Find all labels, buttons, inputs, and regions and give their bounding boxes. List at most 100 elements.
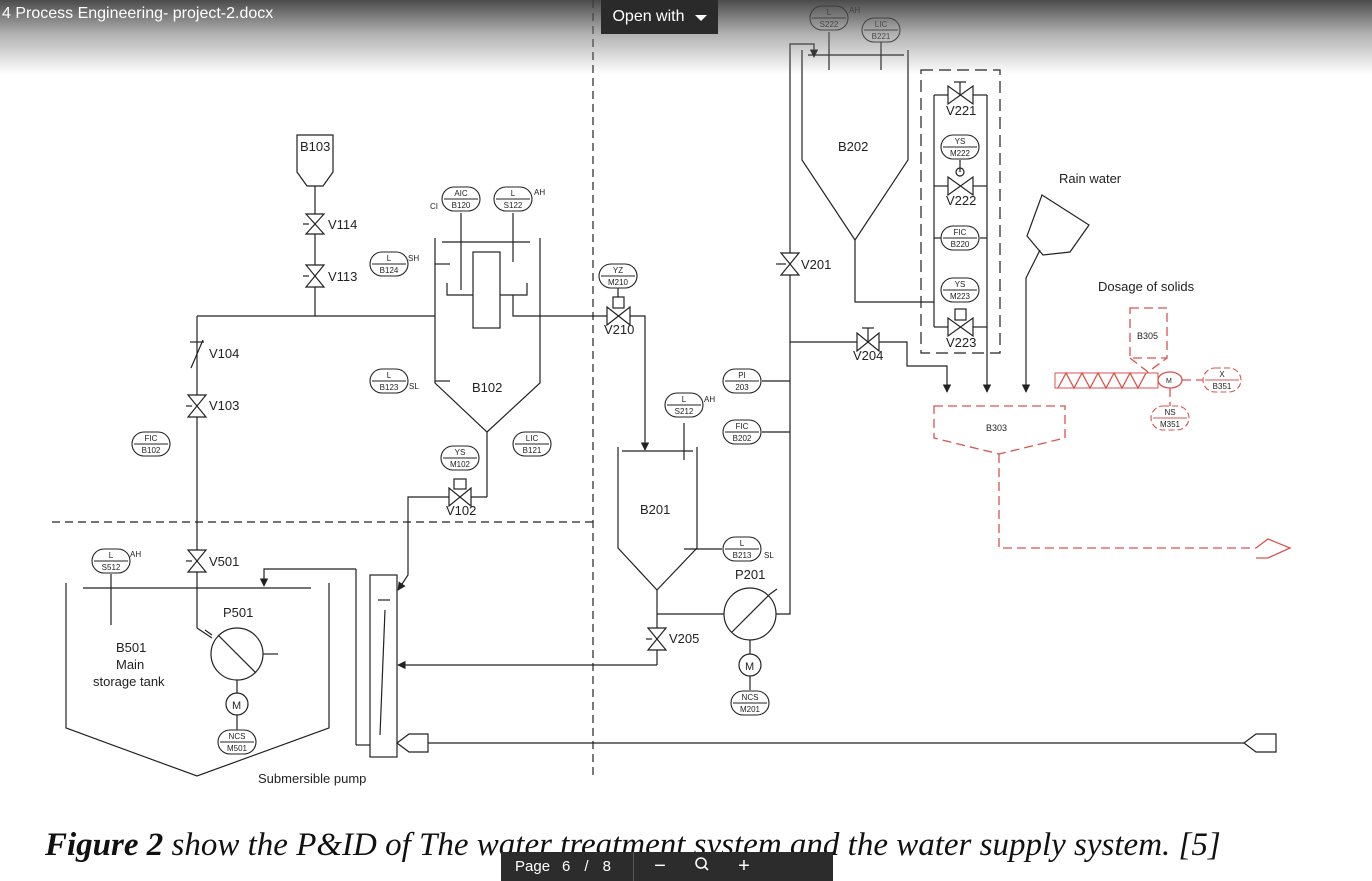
instrument-ncs-m501: NCS M501 xyxy=(217,729,257,755)
instrument-tag-bottom: B220 xyxy=(951,240,970,249)
alarm-ah-s122: AH xyxy=(534,188,545,197)
instrument-fic-b202: FIC B202 xyxy=(722,419,762,445)
instrument-tag-bottom: B351 xyxy=(1213,382,1232,391)
alarm-ah-s212: AH xyxy=(704,395,715,404)
tank-b102-shape xyxy=(434,238,541,433)
rain-water-collector xyxy=(1026,194,1090,256)
tank-b501-label-2: Main xyxy=(116,657,144,672)
valve-v201-icon xyxy=(776,252,801,276)
b102-internal xyxy=(472,251,501,329)
valve-v103-icon xyxy=(186,394,208,418)
instrument-tag-bottom: M501 xyxy=(227,744,248,753)
tank-b102-label: B102 xyxy=(472,380,502,395)
instrument-tag-top: FIC xyxy=(145,434,158,443)
motor-m501-label: M xyxy=(232,700,241,712)
instrument-tag-bottom: M102 xyxy=(450,460,471,469)
dosage-of-solids-label: Dosage of solids xyxy=(1098,279,1195,294)
valve-v221-icon xyxy=(947,81,974,106)
valve-v501-label: V501 xyxy=(209,554,239,569)
page-current[interactable]: 6 xyxy=(562,858,571,875)
instrument-tag-bottom: B213 xyxy=(733,551,752,560)
valve-v205-label: V205 xyxy=(669,631,699,646)
valve-v113-icon xyxy=(303,264,326,288)
page-separator: / xyxy=(584,858,589,875)
open-with-button[interactable]: Open with xyxy=(601,0,718,34)
instrument-tag-bottom: M223 xyxy=(950,292,971,301)
instrument-tag-bottom: S512 xyxy=(102,563,121,572)
valve-v210-icon xyxy=(606,288,631,327)
valve-v102-label: V102 xyxy=(446,503,476,518)
viewer-top-bar: 4 Process Engineering- project-2.docx Op… xyxy=(0,0,1372,74)
zoom-in-button[interactable]: + xyxy=(738,855,750,877)
instrument-tag-top: FIC xyxy=(736,422,749,431)
instrument-tag-bottom: B102 xyxy=(142,446,161,455)
caption-figure-number: Figure 2 xyxy=(45,827,164,863)
return-arrow-right xyxy=(1243,733,1277,753)
page-controls: Page 6 / 8 − + xyxy=(501,852,833,881)
alarm-sl-b213: SL xyxy=(764,551,774,560)
instrument-tag-bottom: 203 xyxy=(735,383,749,392)
instrument-tag-top: YS xyxy=(955,137,966,146)
instrument-tag-top: L xyxy=(511,189,516,198)
zoom-out-button[interactable]: − xyxy=(654,855,666,877)
valve-v501-icon xyxy=(186,549,208,573)
alarm-ci-b120: CI xyxy=(430,202,438,211)
pump-p501-label: P501 xyxy=(223,605,253,620)
hopper-b305-label: B305 xyxy=(1137,331,1158,341)
submersible-pump-label: Submersible pump xyxy=(258,771,366,786)
alarm-ah-s512: AH xyxy=(130,550,141,559)
return-arrow-left xyxy=(396,733,429,753)
instrument-tag-top: L xyxy=(682,395,687,404)
instrument-tag-bottom: B120 xyxy=(452,201,471,210)
valve-v223-label: V223 xyxy=(946,335,976,350)
valve-v210-label: V210 xyxy=(604,322,634,337)
tank-b303-shape xyxy=(933,405,1066,455)
instrument-tag-top: PI xyxy=(738,371,746,380)
instrument-tag-bottom: B123 xyxy=(380,383,399,392)
instrument-aic-b120: AIC B120 xyxy=(441,186,481,212)
valve-v114-label: V114 xyxy=(328,217,357,232)
instrument-tag-bottom: B202 xyxy=(733,434,752,443)
valve-v221-label: V221 xyxy=(946,103,976,118)
alarm-sh-b124: SH xyxy=(408,254,419,263)
instrument-tag-top: YZ xyxy=(613,266,623,275)
instrument-fic-b102: FIC B102 xyxy=(131,431,171,457)
instrument-tag-top: X xyxy=(1219,370,1225,379)
instrument-tag-top: L xyxy=(740,539,745,548)
instrument-tag-top: L xyxy=(387,254,392,263)
open-with-label: Open with xyxy=(612,8,685,25)
instrument-tag-bottom: B124 xyxy=(380,266,399,275)
valve-v104-label: V104 xyxy=(209,346,239,361)
instrument-tag-top: AIC xyxy=(454,189,468,198)
instrument-tag-top: FIC xyxy=(954,228,967,237)
alarm-sl-b123: SL xyxy=(409,382,419,391)
zoom-reset-button[interactable] xyxy=(686,855,718,878)
valve-v222-label: V222 xyxy=(946,193,976,208)
instrument-tag-top: NCS xyxy=(229,732,246,741)
instrument-tag-bottom: M222 xyxy=(950,149,971,158)
valve-v102-icon xyxy=(448,478,472,508)
tank-b501-label: B501 xyxy=(116,640,146,655)
tank-b303-label: B303 xyxy=(986,423,1007,433)
tank-b202-label: B202 xyxy=(838,139,868,154)
tank-b103-shape xyxy=(296,134,334,187)
tank-b501-label-3: storage tank xyxy=(93,674,165,689)
valve-v103-label: V103 xyxy=(209,398,239,413)
page-total: 8 xyxy=(602,858,611,875)
instrument-tag-top: L xyxy=(387,371,392,380)
tank-b201-label: B201 xyxy=(640,502,670,517)
instrument-l-b124: L B124 xyxy=(369,251,409,277)
instrument-l-b213: L B213 xyxy=(722,536,762,562)
valve-v205-icon xyxy=(646,627,668,651)
instrument-pi-203: PI 203 xyxy=(722,368,762,394)
instrument-tag-bottom: M201 xyxy=(740,705,761,714)
